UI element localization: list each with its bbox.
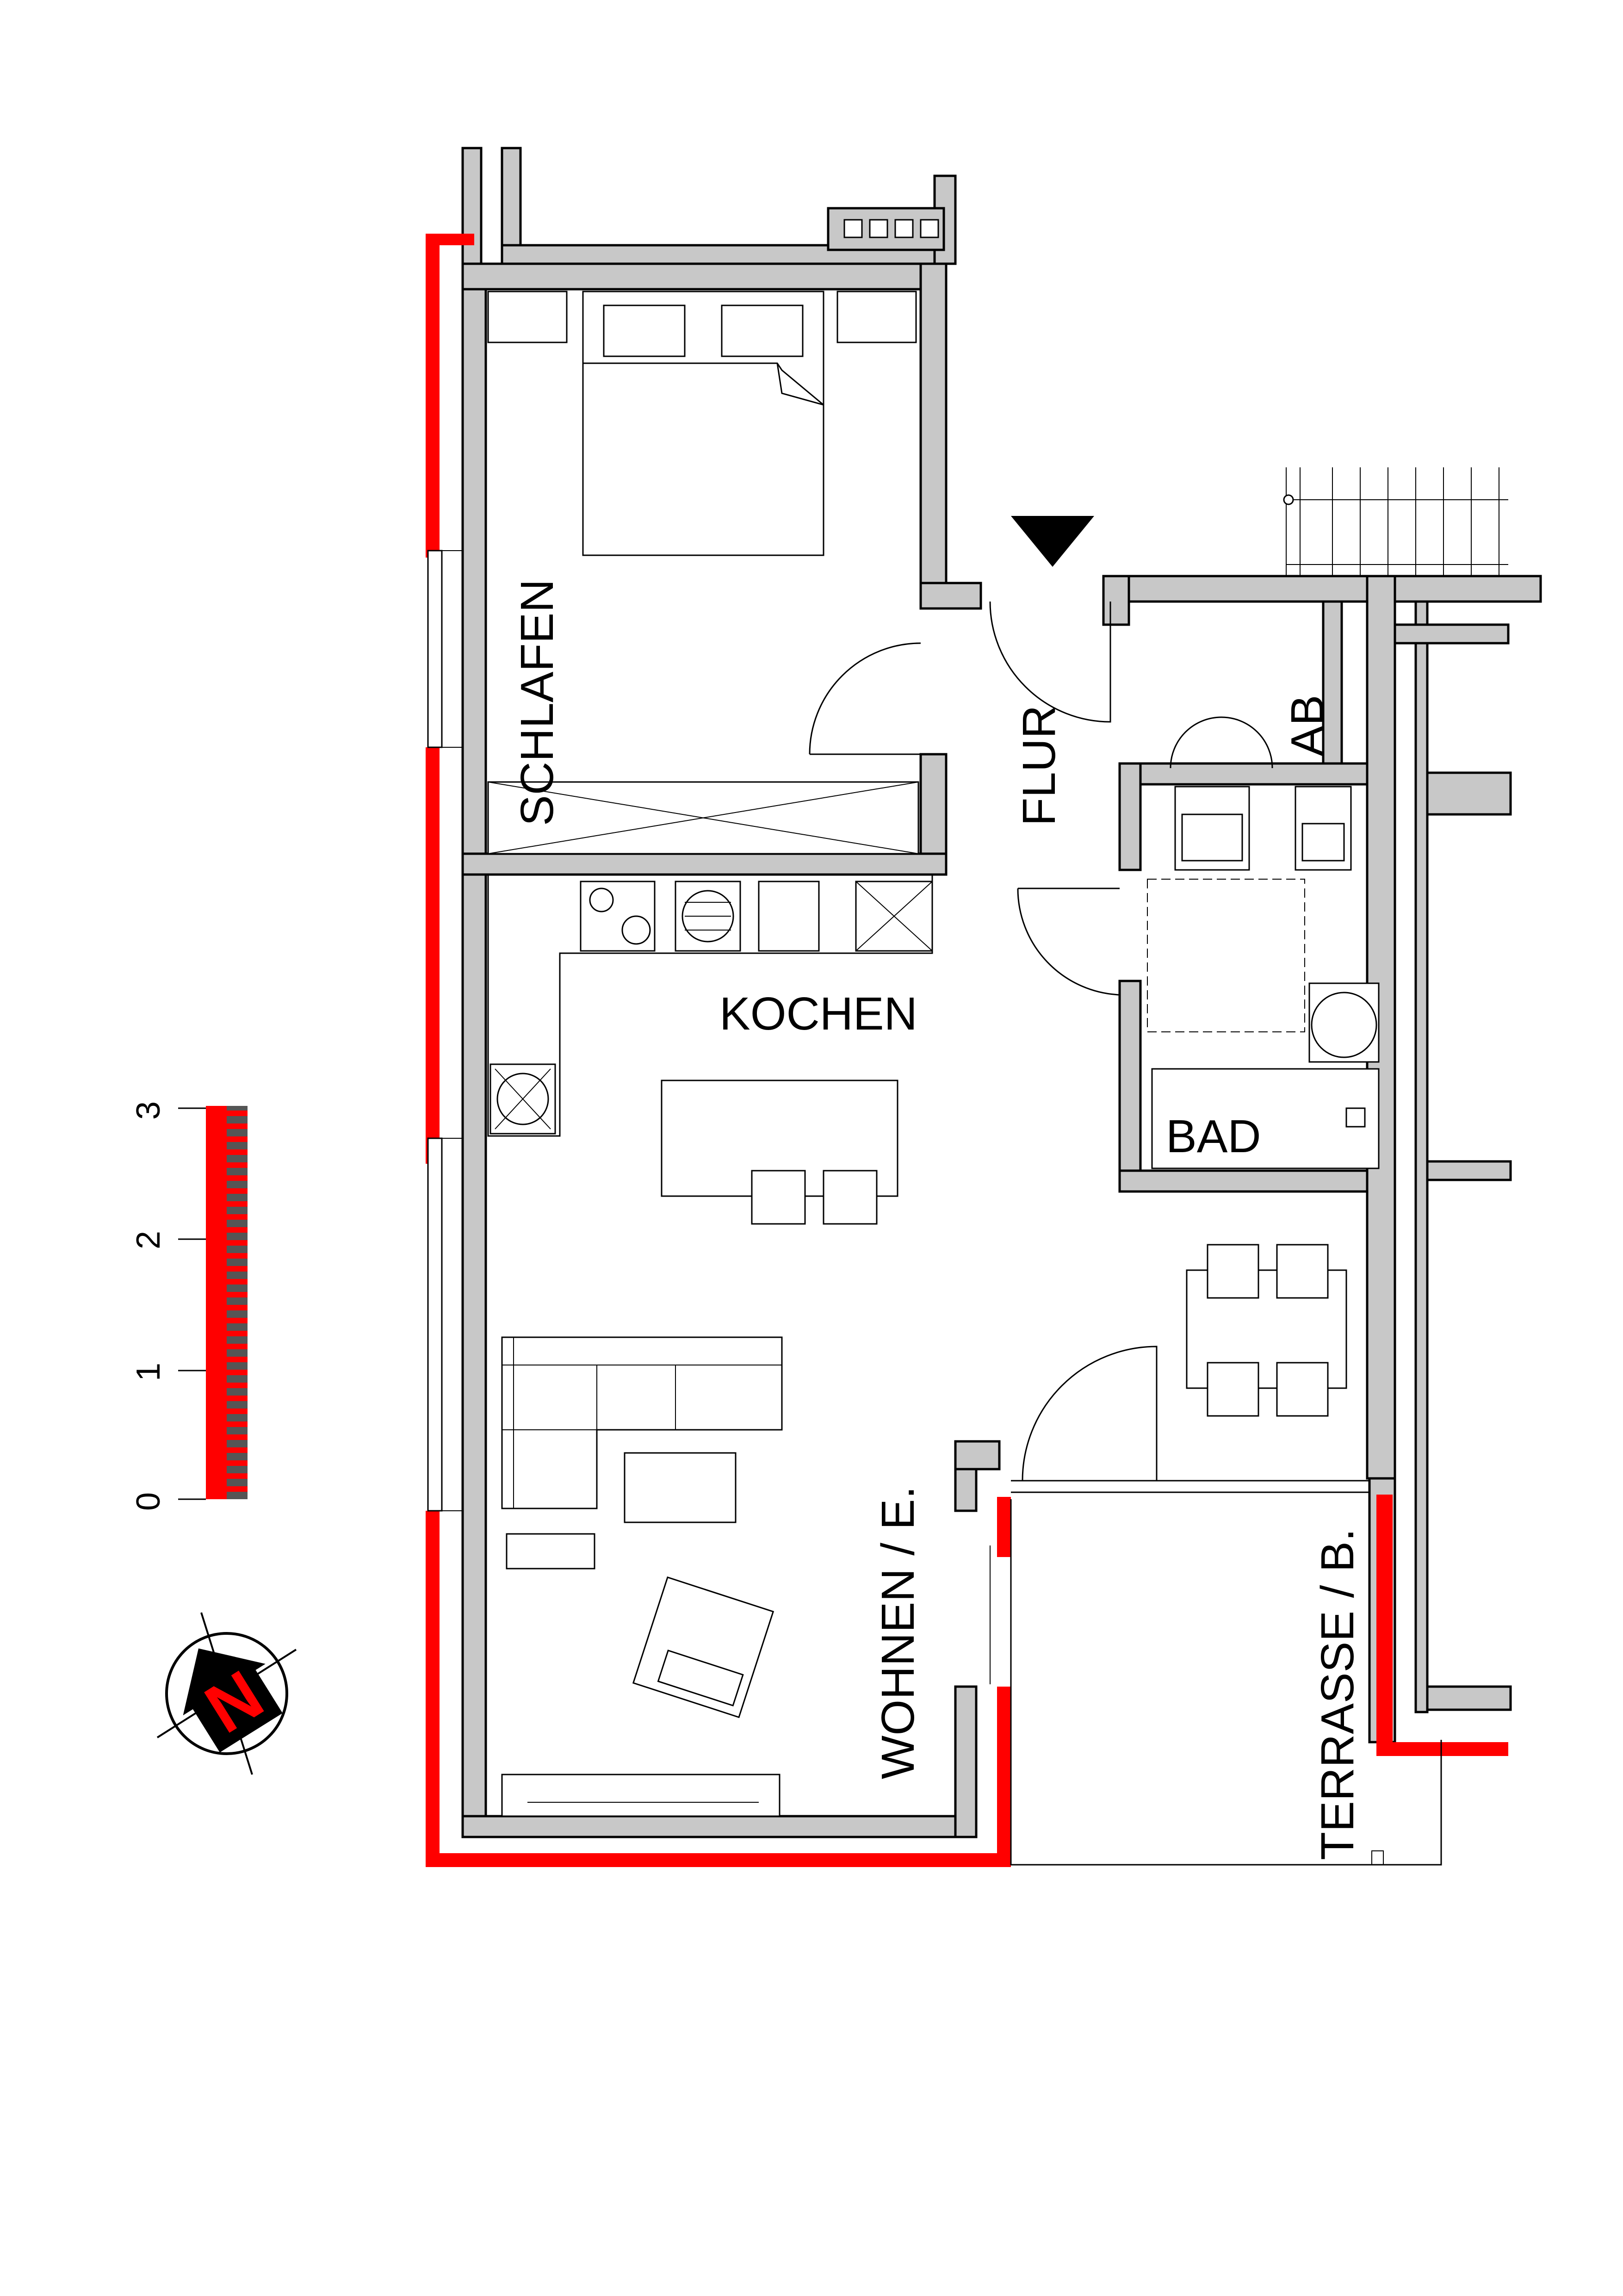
room-label-schlafen: SCHLAFEN [511,579,563,826]
entrance-triangle-icon [1011,516,1094,567]
exterior-walls [426,234,1508,1867]
terrace-outline [990,1499,1442,1866]
windows [427,550,463,1512]
scale-stripe [227,1396,248,1401]
scale-stripe [227,1214,248,1220]
bathroom-furniture [1147,786,1380,1169]
scale-stripe [227,1434,248,1440]
scale-stripe [227,1305,248,1310]
scale-stripe [227,1344,248,1349]
room-label-bad: BAD [1166,1111,1261,1162]
scale-stripe [227,1201,248,1207]
scale-stripe [227,1227,248,1233]
scale-stripe [227,1409,248,1414]
scale-stripe [227,1486,248,1492]
scale-stripe [227,1421,248,1427]
scale-stripe [227,1266,248,1272]
scale-stripe [227,1292,248,1297]
north-arrow-icon: N [156,1612,297,1775]
scale-tick-2: 2 [130,1231,167,1249]
room-label-wohnen: WOHNEN / E. [872,1486,924,1779]
stair [1283,467,1508,576]
kitchen-furniture [487,874,933,1225]
room-label-flur: FLUR [1013,705,1065,826]
scale-stripe [227,1331,248,1336]
scale-stripe [227,1253,248,1259]
scale-stripe [227,1149,248,1155]
scale-stripe [227,1447,248,1453]
scale-stripe [227,1175,248,1181]
scale-stripe [227,1383,248,1388]
scale-stripe [227,1188,248,1194]
bedroom-furniture [487,291,919,855]
room-label-kochen: KOCHEN [719,988,917,1040]
doors [809,601,1369,1493]
scale-stripe [227,1370,248,1375]
scale-stripe [227,1473,248,1479]
scale-stripe [227,1318,248,1323]
room-label-terrasse: TERRASSE / B. [1312,1528,1363,1860]
scale-stripe [227,1111,248,1116]
scale-tick-1: 1 [130,1363,167,1381]
scale-bar: 0 1 2 3 [130,1101,248,1511]
scale-stripe [227,1460,248,1466]
scale-stripe [227,1123,248,1129]
room-label-ab: AB [1282,695,1333,757]
dining-furniture [1186,1244,1347,1417]
scale-stripe [227,1136,248,1142]
scale-tick-3: 3 [130,1101,167,1120]
scale-stripe [227,1240,248,1246]
scale-stripe [227,1279,248,1285]
scale-stripe [227,1357,248,1362]
scale-stripe [227,1162,248,1168]
scale-tick-0: 0 [130,1492,167,1511]
living-furniture [501,1336,783,1817]
